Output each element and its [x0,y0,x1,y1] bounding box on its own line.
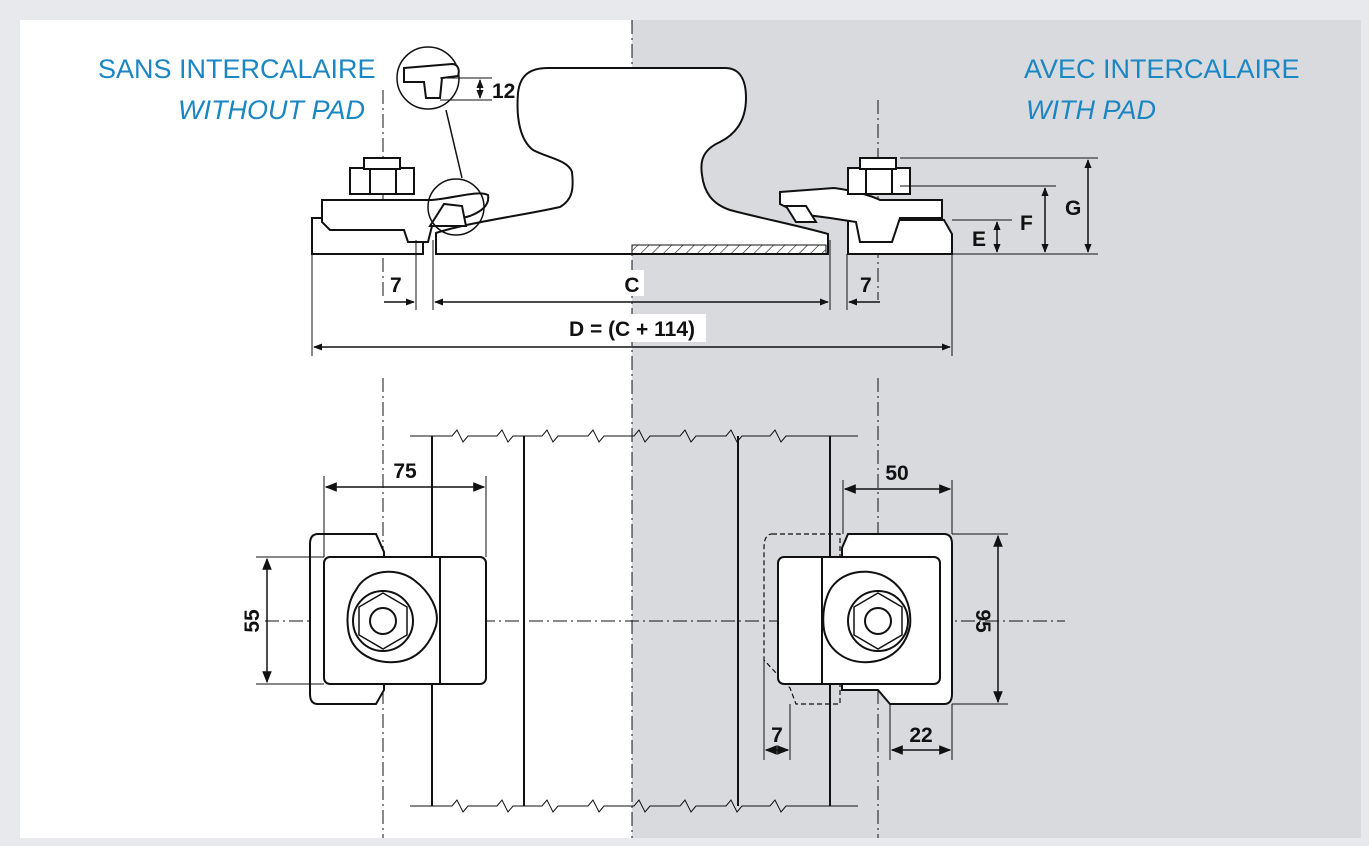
left-bolt-head [363,157,401,170]
right-plan-nut-hex [853,592,903,650]
dim-label-75: 75 [393,460,417,483]
dim-label-7-left: 7 [390,274,402,297]
break-line-bottom [410,799,858,813]
right-toe [784,205,818,223]
detail-callout [396,46,485,236]
plan-dimension-arrows [262,482,1003,755]
left-plan-clip [309,533,487,705]
dim-label-g: G [1065,197,1081,220]
label-bg-c [620,270,644,296]
dim-label-7-plan: 7 [771,724,783,747]
dim-label-55: 55 [241,609,264,633]
left-toe [428,202,468,227]
heading-without-pad-fr: SANS INTERCALAIRE [98,54,376,84]
dim-label-d: D = (C + 114) [569,318,695,341]
rail-profile [435,67,829,255]
heading-with-pad-fr: AVEC INTERCALAIRE [1024,54,1300,84]
detail-clip-outline [403,62,460,99]
right-nut [847,167,911,195]
dimension-arrows [313,79,1092,351]
break-line-top [410,429,858,443]
dim-label-50: 50 [885,462,908,485]
dim-label-7-right: 7 [860,274,872,297]
right-plan-clip [763,533,953,705]
label-bg-d [558,314,706,342]
dimension-labels: 12 7 C 7 D = (C + 114) E F G 75 50 55 95… [241,80,1081,747]
detail-leader [445,109,463,179]
left-plan-bolt [369,607,397,635]
extension-lines [311,77,1098,356]
dim-label-e: E [972,228,986,251]
heading-with-pad-en: WITH PAD [1026,95,1156,125]
heading-without-pad-en: WITHOUT PAD [178,95,365,125]
dim-label-12: 12 [492,80,515,103]
dim-label-c: C [624,274,639,297]
right-plan-bolt [864,607,892,635]
dim-label-95: 95 [971,609,994,633]
left-clip-assembly [311,157,490,255]
dim-label-f: F [1020,212,1033,235]
left-plan-nut-hex [358,592,408,650]
detail-circle-small [427,178,485,236]
plan-extension-lines [256,476,1008,760]
pad-hatch [631,244,827,255]
right-clip-assembly [779,157,953,255]
right-bolt-head [859,157,897,170]
right-clip [779,186,943,243]
dim-label-22: 22 [909,724,932,747]
right-plan-pad-outline [763,533,841,705]
left-nut [349,167,415,195]
